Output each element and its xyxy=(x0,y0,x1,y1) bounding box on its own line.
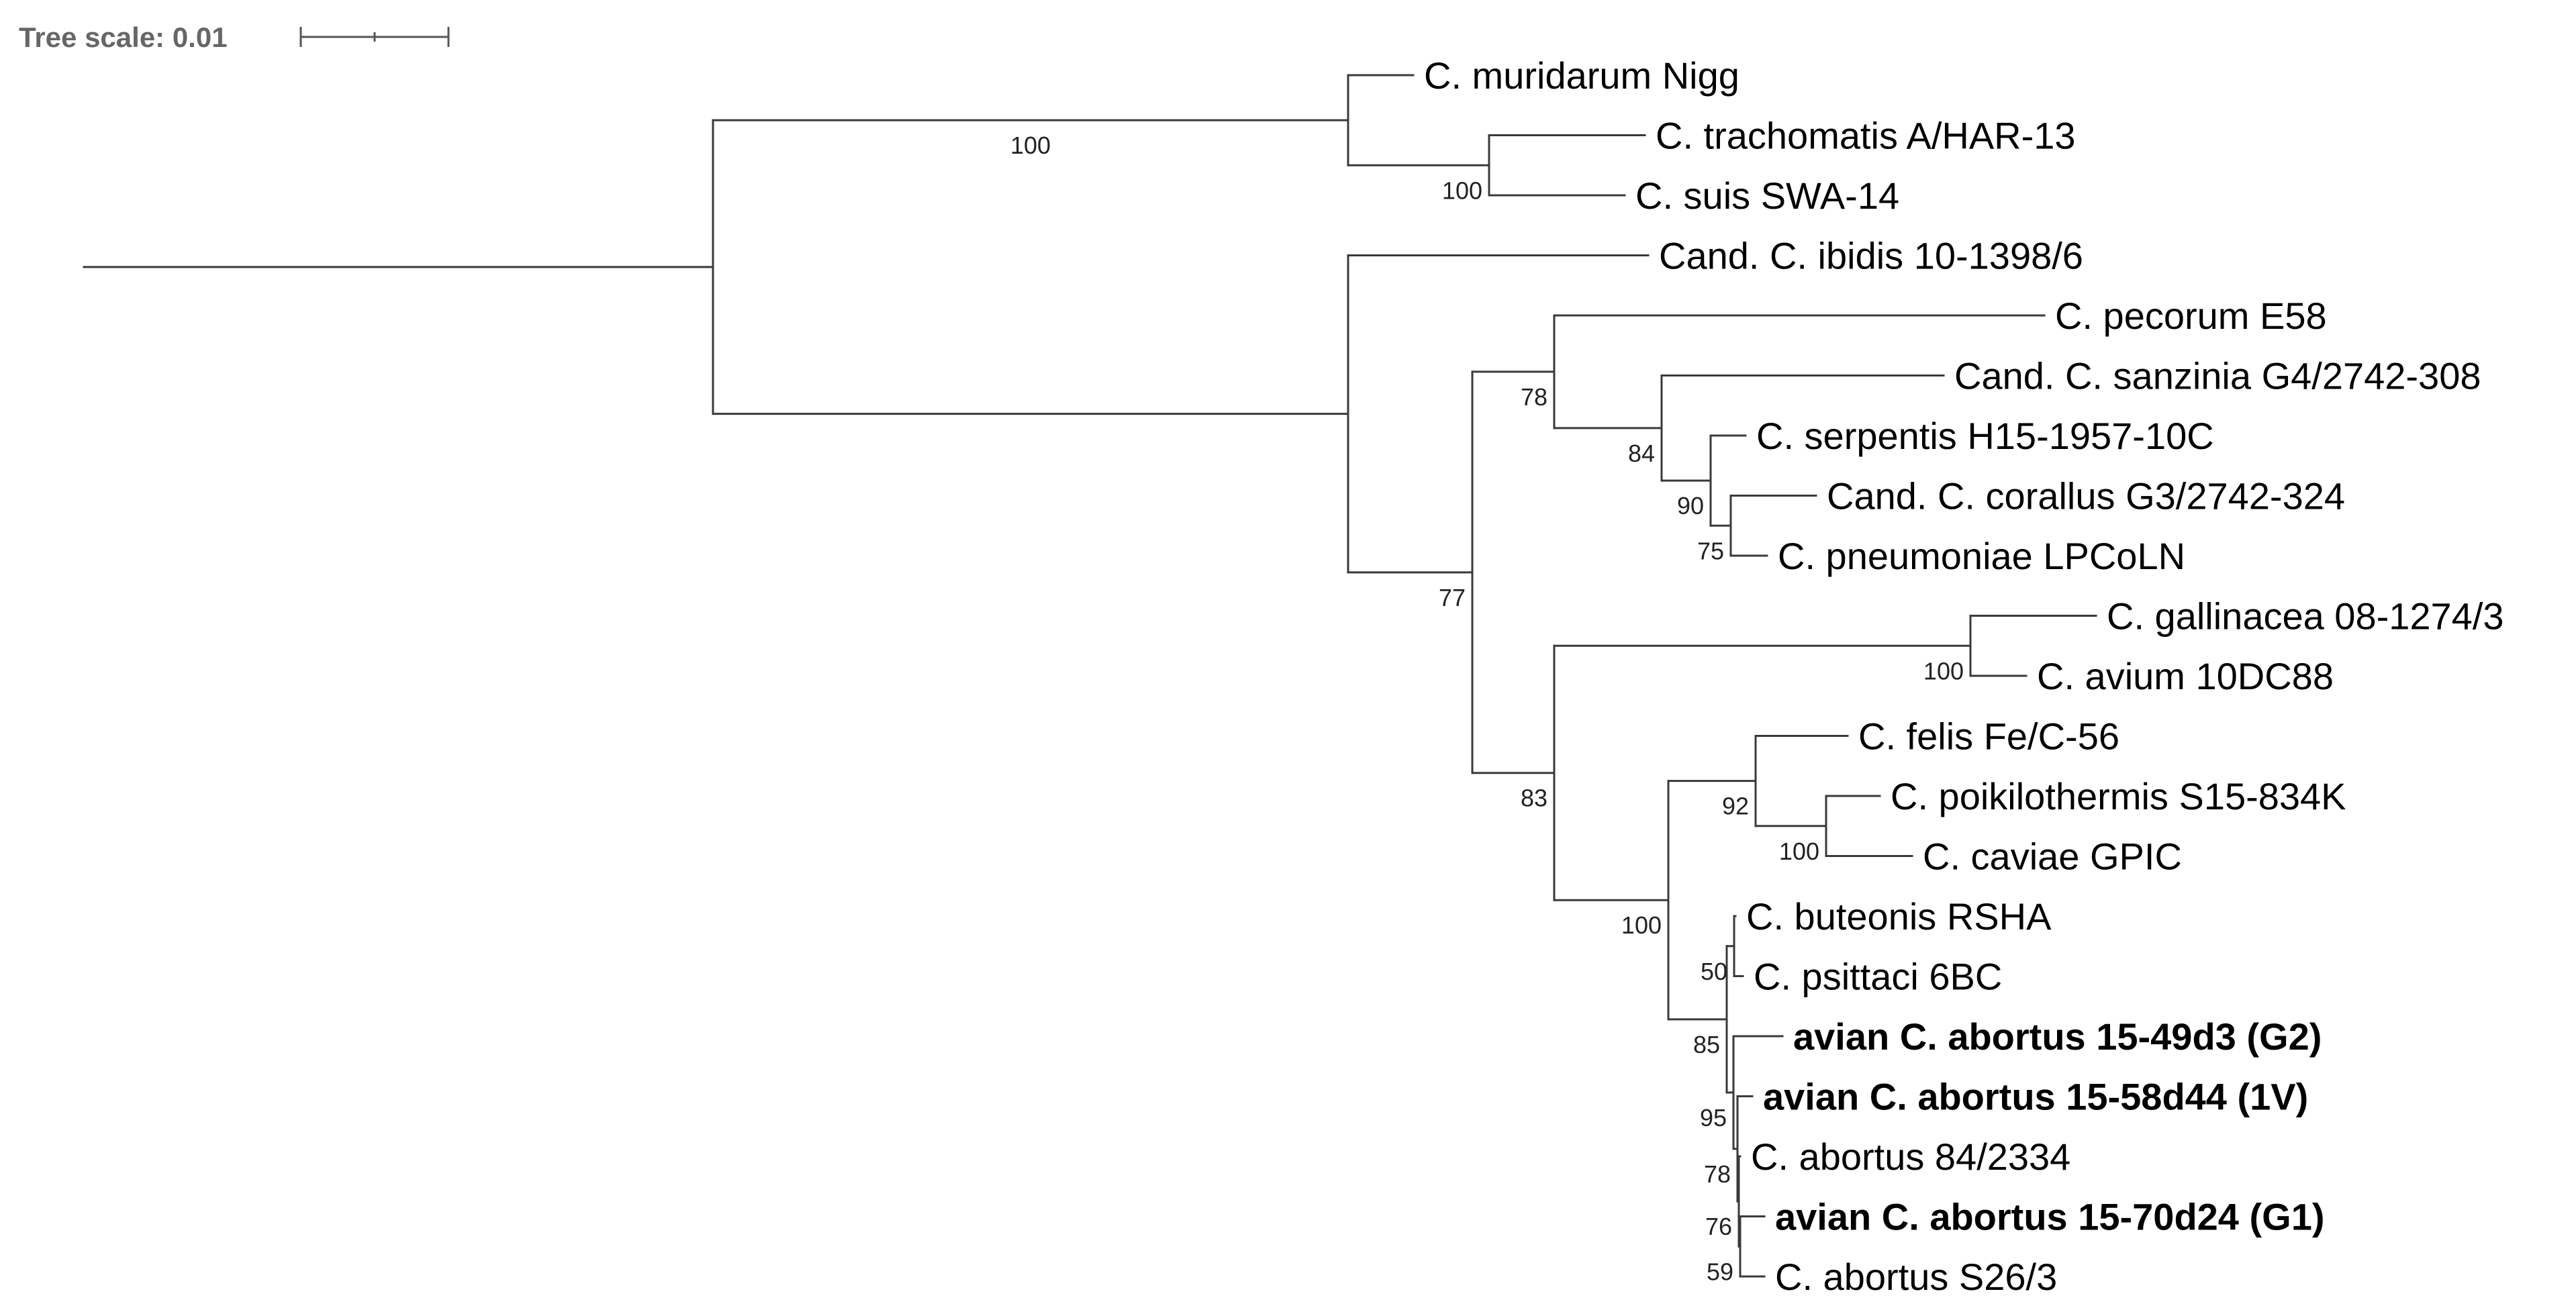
tip-label: C. muridarum Nigg xyxy=(1424,54,1739,97)
tip-label: avian C. abortus 15-49d3 (G2) xyxy=(1793,1015,2322,1058)
support-value: 100 xyxy=(1621,911,1662,939)
tip-label: C. psittaci 6BC xyxy=(1754,956,2002,998)
support-value: 76 xyxy=(1705,1213,1732,1240)
tip-label: Cand. C. corallus G3/2742-324 xyxy=(1827,475,2345,517)
support-value: 92 xyxy=(1722,793,1749,820)
scale-label: Tree scale: 0.01 xyxy=(19,21,228,53)
tip-label: C. avium 10DC88 xyxy=(2037,655,2334,697)
tip-label: C. pneumoniae LPCoLN xyxy=(1778,535,2185,577)
tip-label: C. gallinacea 08-1274/3 xyxy=(2107,595,2504,638)
support-value: 78 xyxy=(1704,1160,1731,1188)
tip-label: C. pecorum E58 xyxy=(2055,295,2327,337)
support-value: 77 xyxy=(1439,584,1466,611)
tip-label: C. abortus 84/2334 xyxy=(1751,1136,2070,1178)
scale-bar: Tree scale: 0.01 xyxy=(19,21,450,53)
tip-label: C. buteonis RSHA xyxy=(1746,895,2052,938)
support-value: 59 xyxy=(1707,1258,1733,1285)
tip-label: Cand. C. sanzinia G4/2742-308 xyxy=(1954,355,2481,397)
tip-label: Cand. C. ibidis 10-1398/6 xyxy=(1659,235,2083,277)
support-value: 95 xyxy=(1700,1104,1727,1131)
support-value: 83 xyxy=(1521,785,1547,812)
support-value: 84 xyxy=(1628,440,1655,467)
tip-label: C. trachomatis A/HAR-13 xyxy=(1656,115,2076,157)
support-value: 85 xyxy=(1693,1031,1720,1058)
tip-label: C. felis Fe/C-56 xyxy=(1858,715,2119,758)
tip-label: C. caviae GPIC xyxy=(1923,836,2182,878)
support-value: 100 xyxy=(1010,132,1051,159)
tip-label: C. serpentis H15-1957-10C xyxy=(1756,415,2214,457)
support-value: 75 xyxy=(1697,537,1724,564)
tip-label: avian C. abortus 15-58d44 (1V) xyxy=(1763,1076,2308,1118)
support-value: 100 xyxy=(1779,838,1819,865)
support-value: 78 xyxy=(1521,383,1547,411)
tip-label: C. poikilothermis S15-834K xyxy=(1891,775,2346,817)
support-value: 50 xyxy=(1701,958,1727,985)
tip-label: C. abortus S26/3 xyxy=(1775,1256,2057,1298)
tip-label: avian C. abortus 15-70d24 (G1) xyxy=(1775,1196,2325,1238)
tip-label: C. suis SWA-14 xyxy=(1635,174,1899,217)
support-value: 100 xyxy=(1442,177,1482,204)
support-value: 90 xyxy=(1677,492,1704,519)
support-value: 100 xyxy=(1923,657,1964,685)
